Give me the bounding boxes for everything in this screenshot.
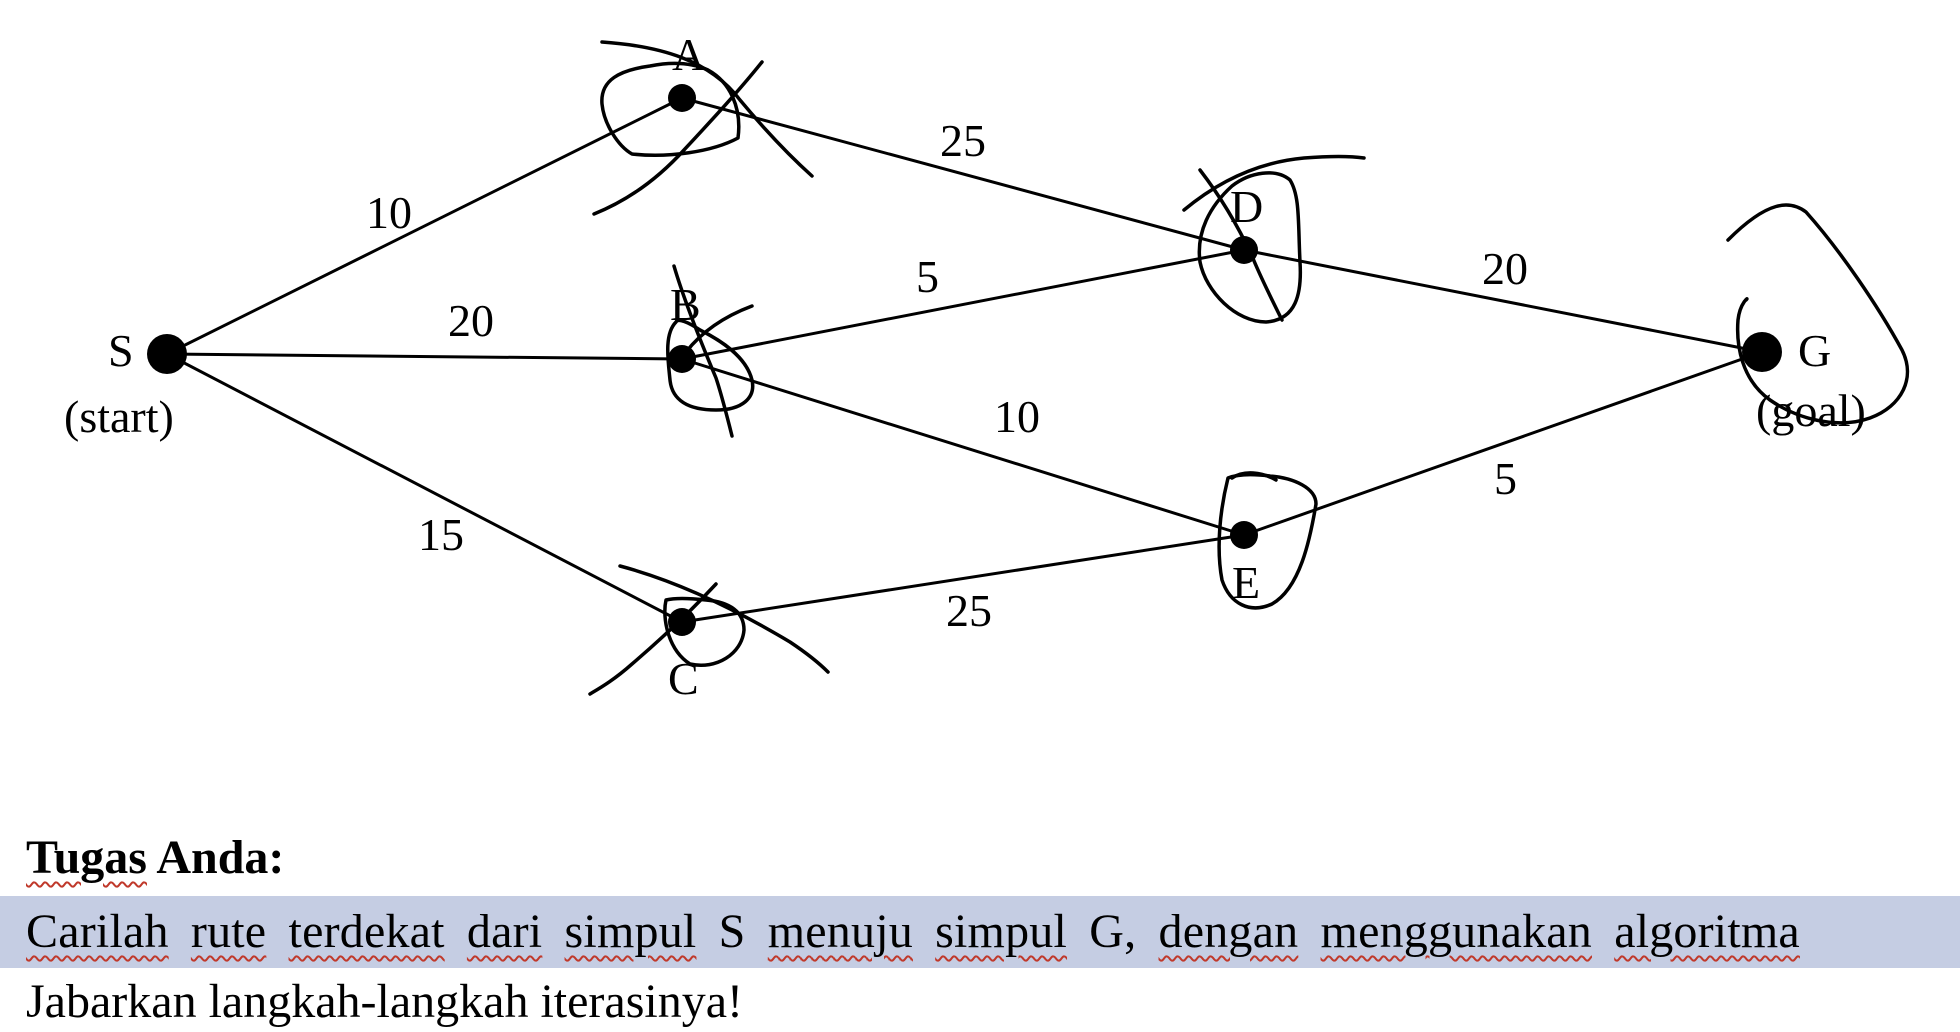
scribble-strike-a-1: [600, 40, 814, 178]
task-word: menggunakan: [1320, 905, 1592, 958]
node-s: [147, 334, 187, 374]
edge-label-b-d: 5: [916, 251, 939, 302]
scribble-strike-e-1: [1230, 471, 1278, 482]
task-word: algoritma: [1614, 905, 1800, 958]
handwritten-marks: [588, 40, 1910, 696]
edge-label-a-d: 25: [940, 115, 986, 166]
edge-s-b: [166, 352, 683, 361]
edge-d-g: [1243, 248, 1763, 354]
node-sublabel-g: (goal): [1756, 385, 1866, 436]
task-heading: Tugas Anda:: [26, 828, 1960, 888]
task-highlight: [0, 896, 1960, 968]
edge-c-e: [681, 533, 1245, 624]
task-word: dari: [466, 905, 543, 958]
edge-e-g: [1243, 350, 1763, 537]
scribble-circle-c: [663, 596, 746, 667]
node-label-e: E: [1232, 557, 1260, 608]
node-label-s: S: [108, 325, 134, 376]
node-g: [1742, 332, 1782, 372]
scribble-circle-g: [1726, 203, 1910, 425]
node-a: [668, 84, 696, 112]
node-label-g: G: [1798, 325, 1831, 376]
task-word: terdekat: [288, 905, 445, 958]
edge-a-d: [681, 96, 1245, 252]
edge-s-a: [166, 96, 683, 356]
scribble-strike-b-1: [672, 264, 734, 438]
task-word: simpul: [935, 905, 1068, 958]
edge-label-s-a: 10: [366, 187, 412, 238]
edge-b-d: [681, 248, 1245, 361]
task-word: simpul: [564, 905, 697, 958]
task-word: G,: [1089, 905, 1137, 958]
scribble-circle-b: [666, 318, 755, 412]
scribble-strike-d-1: [1198, 168, 1284, 322]
edge-label-s-b: 20: [448, 295, 494, 346]
node-e: [1230, 521, 1258, 549]
scribble-strike-a-2: [592, 60, 764, 216]
scribble-strike-b-2: [684, 304, 754, 354]
edge-s-c: [166, 352, 683, 624]
task-word: Carilah: [26, 905, 169, 958]
edge-b-e: [681, 357, 1245, 537]
graph-diagram: S (start) A B C D E G (goal) 10 20 15 25…: [64, 29, 1910, 704]
node-b: [668, 345, 696, 373]
scribble-circle-d: [1197, 171, 1303, 324]
task-word: S: [718, 905, 746, 958]
task-word: menuju: [767, 905, 913, 958]
task-line-2: Jabarkan langkah-langkah iterasinya!: [26, 975, 744, 1028]
task-line-1: Carilah rute terdekat dari simpul S menu…: [26, 902, 1960, 962]
edge-label-c-e: 25: [946, 585, 992, 636]
node-c: [668, 608, 696, 636]
scribble-strike-d-2: [1182, 154, 1366, 212]
node-sublabel-s: (start): [64, 391, 174, 442]
scribble-strike-c-2: [588, 582, 718, 696]
scribble-strike-c-1: [618, 564, 830, 674]
task-heading-word-2: Anda:: [156, 831, 285, 884]
edge-label-b-e: 10: [994, 391, 1040, 442]
task-word: dengan: [1158, 905, 1299, 958]
task-word: rute: [190, 905, 267, 958]
edge-label-d-g: 20: [1482, 243, 1528, 294]
task-heading-word-1: Tugas: [26, 831, 147, 884]
edge-label-s-c: 15: [418, 509, 464, 560]
node-label-c: C: [668, 653, 699, 704]
edge-label-e-g: 5: [1494, 453, 1517, 504]
